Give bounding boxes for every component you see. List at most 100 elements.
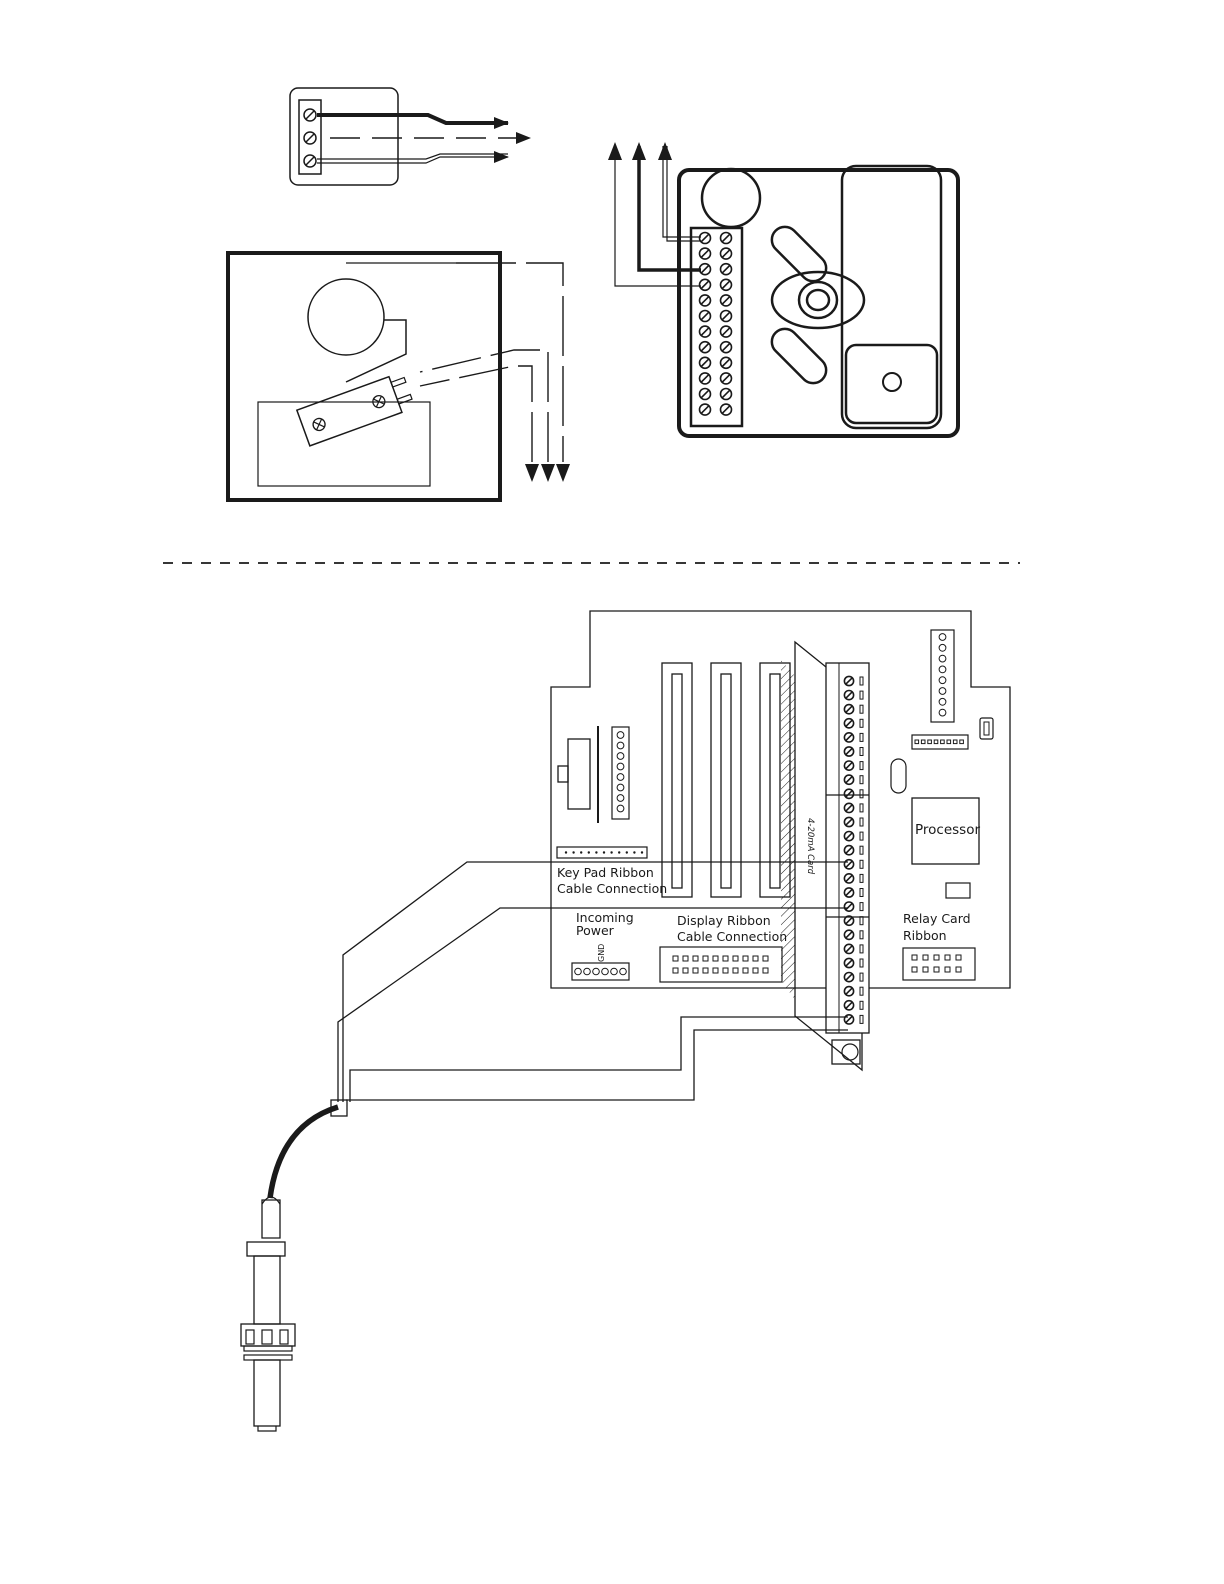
header-pin <box>580 851 582 853</box>
unit-terminal-strip <box>691 228 742 426</box>
header-pin <box>939 644 946 651</box>
header-pin <box>703 956 708 961</box>
power-terminal <box>620 968 627 975</box>
terminal-screw <box>700 248 711 259</box>
header-pin <box>939 677 946 684</box>
power-terminal <box>593 968 600 975</box>
header-pin <box>953 740 957 744</box>
header-pin <box>633 851 635 853</box>
switch-enclosure <box>228 253 500 500</box>
header-pin <box>921 740 925 744</box>
terminal-screw <box>700 389 711 400</box>
header-pin <box>617 774 624 781</box>
header-pin <box>617 805 624 812</box>
header-pin <box>588 851 590 853</box>
header-pin <box>683 956 688 961</box>
terminal-screw <box>721 264 732 275</box>
incoming-power-label-2: Power <box>576 923 615 938</box>
header-pin <box>617 795 624 802</box>
header-pin <box>915 740 919 744</box>
terminal-screw <box>721 279 732 290</box>
terminal-screw <box>700 295 711 306</box>
header-pin <box>733 968 738 973</box>
header-pin <box>939 666 946 673</box>
header-pin <box>617 763 624 770</box>
header-pin <box>956 955 961 960</box>
terminal-screw <box>721 248 732 259</box>
header-pin <box>934 955 939 960</box>
relay-card-label-1: Relay Card <box>903 911 971 926</box>
header-pin <box>956 967 961 972</box>
board-labels: Key Pad Ribbon Cable Connection Incoming… <box>557 818 980 962</box>
header-pin <box>945 955 950 960</box>
terminal-screw <box>700 311 711 322</box>
card-label: 4-20mA Card <box>805 818 815 875</box>
header-pin <box>673 956 678 961</box>
terminal-screw <box>700 279 711 290</box>
header-pin <box>693 968 698 973</box>
4-20ma-card <box>781 642 869 1070</box>
header-pin <box>713 956 718 961</box>
unit-output-wires <box>608 142 701 286</box>
display-ribbon-label-1: Display Ribbon <box>677 913 771 928</box>
header-pin <box>595 851 597 853</box>
header-pin <box>673 968 678 973</box>
header-pin <box>939 655 946 662</box>
control-unit <box>679 166 958 436</box>
terminal-screw <box>700 264 711 275</box>
terminal-screw <box>304 109 316 121</box>
power-terminal <box>602 968 609 975</box>
probe-sensor <box>241 1100 347 1431</box>
header-pin <box>713 968 718 973</box>
micro-switch <box>297 372 415 446</box>
header-pin <box>923 955 928 960</box>
header-pin <box>743 968 748 973</box>
header-pin <box>683 968 688 973</box>
power-terminal <box>575 968 582 975</box>
terminal-screw <box>721 295 732 306</box>
display-ribbon-label-2: Cable Connection <box>677 929 787 944</box>
header-pin <box>693 956 698 961</box>
terminal-screw <box>721 326 732 337</box>
header-pin <box>572 851 574 853</box>
header-pin <box>753 968 758 973</box>
terminal-screw <box>721 404 732 415</box>
header-pin <box>641 851 643 853</box>
terminal-block-3 <box>290 88 398 185</box>
unit-terminal-screws <box>700 233 732 416</box>
header-pin <box>928 740 932 744</box>
header-pin <box>947 740 951 744</box>
terminal-screw <box>721 311 732 322</box>
terminal-screw <box>700 326 711 337</box>
header-pin <box>923 967 928 972</box>
terminal-screw <box>700 373 711 384</box>
keypad-ribbon-label-2: Cable Connection <box>557 881 667 896</box>
terminal-screw <box>721 357 732 368</box>
header-pin <box>617 732 624 739</box>
header-pin <box>617 742 624 749</box>
header-pin <box>753 956 758 961</box>
header-pin <box>912 955 917 960</box>
header-pin <box>941 740 945 744</box>
switch-output-wires <box>420 263 570 482</box>
terminal-screw <box>721 233 732 244</box>
terminal-screw <box>304 155 316 167</box>
header-pin <box>960 740 964 744</box>
header-pin <box>626 851 628 853</box>
header-pin <box>565 851 567 853</box>
header-pin <box>723 968 728 973</box>
terminal-screw <box>304 132 316 144</box>
header-pin <box>733 956 738 961</box>
processor-label: Processor <box>915 822 980 838</box>
header-pin <box>603 851 605 853</box>
header-pin <box>703 968 708 973</box>
terminal-screw <box>700 404 711 415</box>
power-terminal <box>611 968 618 975</box>
header-pin <box>723 956 728 961</box>
terminal-screw <box>721 389 732 400</box>
terminal-screw <box>700 342 711 353</box>
terminal-screw <box>700 233 711 244</box>
keypad-ribbon-label-1: Key Pad Ribbon <box>557 865 654 880</box>
